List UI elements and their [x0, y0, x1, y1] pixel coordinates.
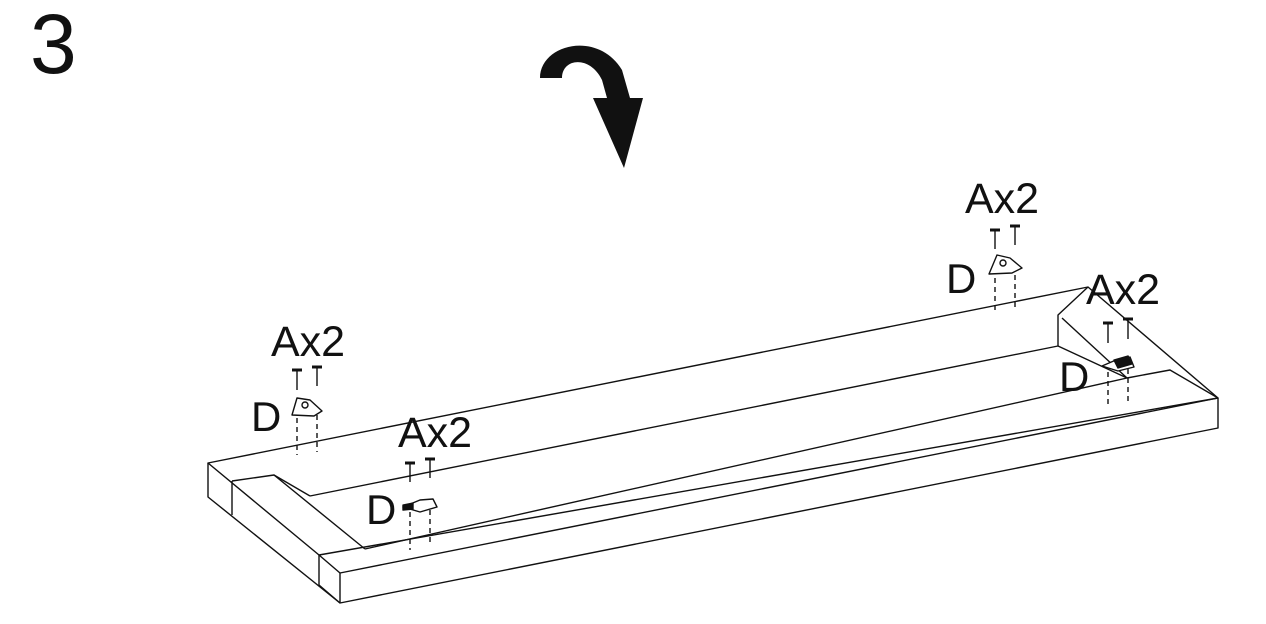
- corner-bracket-icon: [291, 397, 323, 417]
- corner-bracket-icon: [402, 498, 438, 513]
- screw-icon: [1123, 317, 1133, 339]
- screw-icon: [990, 228, 1000, 249]
- part-label: D: [1059, 353, 1089, 400]
- callout-right-front: Ax2 D: [1059, 266, 1160, 408]
- callout-center: Ax2 D: [366, 409, 472, 550]
- corner-bracket-icon: [1101, 355, 1135, 372]
- screw-icon: [405, 461, 415, 482]
- screw-icon: [1010, 224, 1020, 245]
- quantity-label: Ax2: [1086, 266, 1160, 314]
- flip-arrow-icon: [540, 45, 643, 168]
- part-label: D: [946, 255, 976, 302]
- callout-right-back: Ax2 D: [946, 175, 1039, 314]
- quantity-label: Ax2: [398, 409, 472, 457]
- step-number: 3: [30, 0, 77, 91]
- part-label: D: [366, 486, 396, 533]
- frame: [207, 286, 1219, 604]
- screw-icon: [292, 368, 302, 390]
- screw-icon: [425, 457, 435, 478]
- quantity-label: Ax2: [271, 318, 345, 366]
- quantity-label: Ax2: [965, 175, 1039, 223]
- callout-left: Ax2 D: [251, 318, 345, 455]
- screw-icon: [1103, 321, 1113, 343]
- screw-icon: [312, 365, 322, 386]
- part-label: D: [251, 393, 281, 440]
- corner-bracket-icon: [988, 254, 1023, 275]
